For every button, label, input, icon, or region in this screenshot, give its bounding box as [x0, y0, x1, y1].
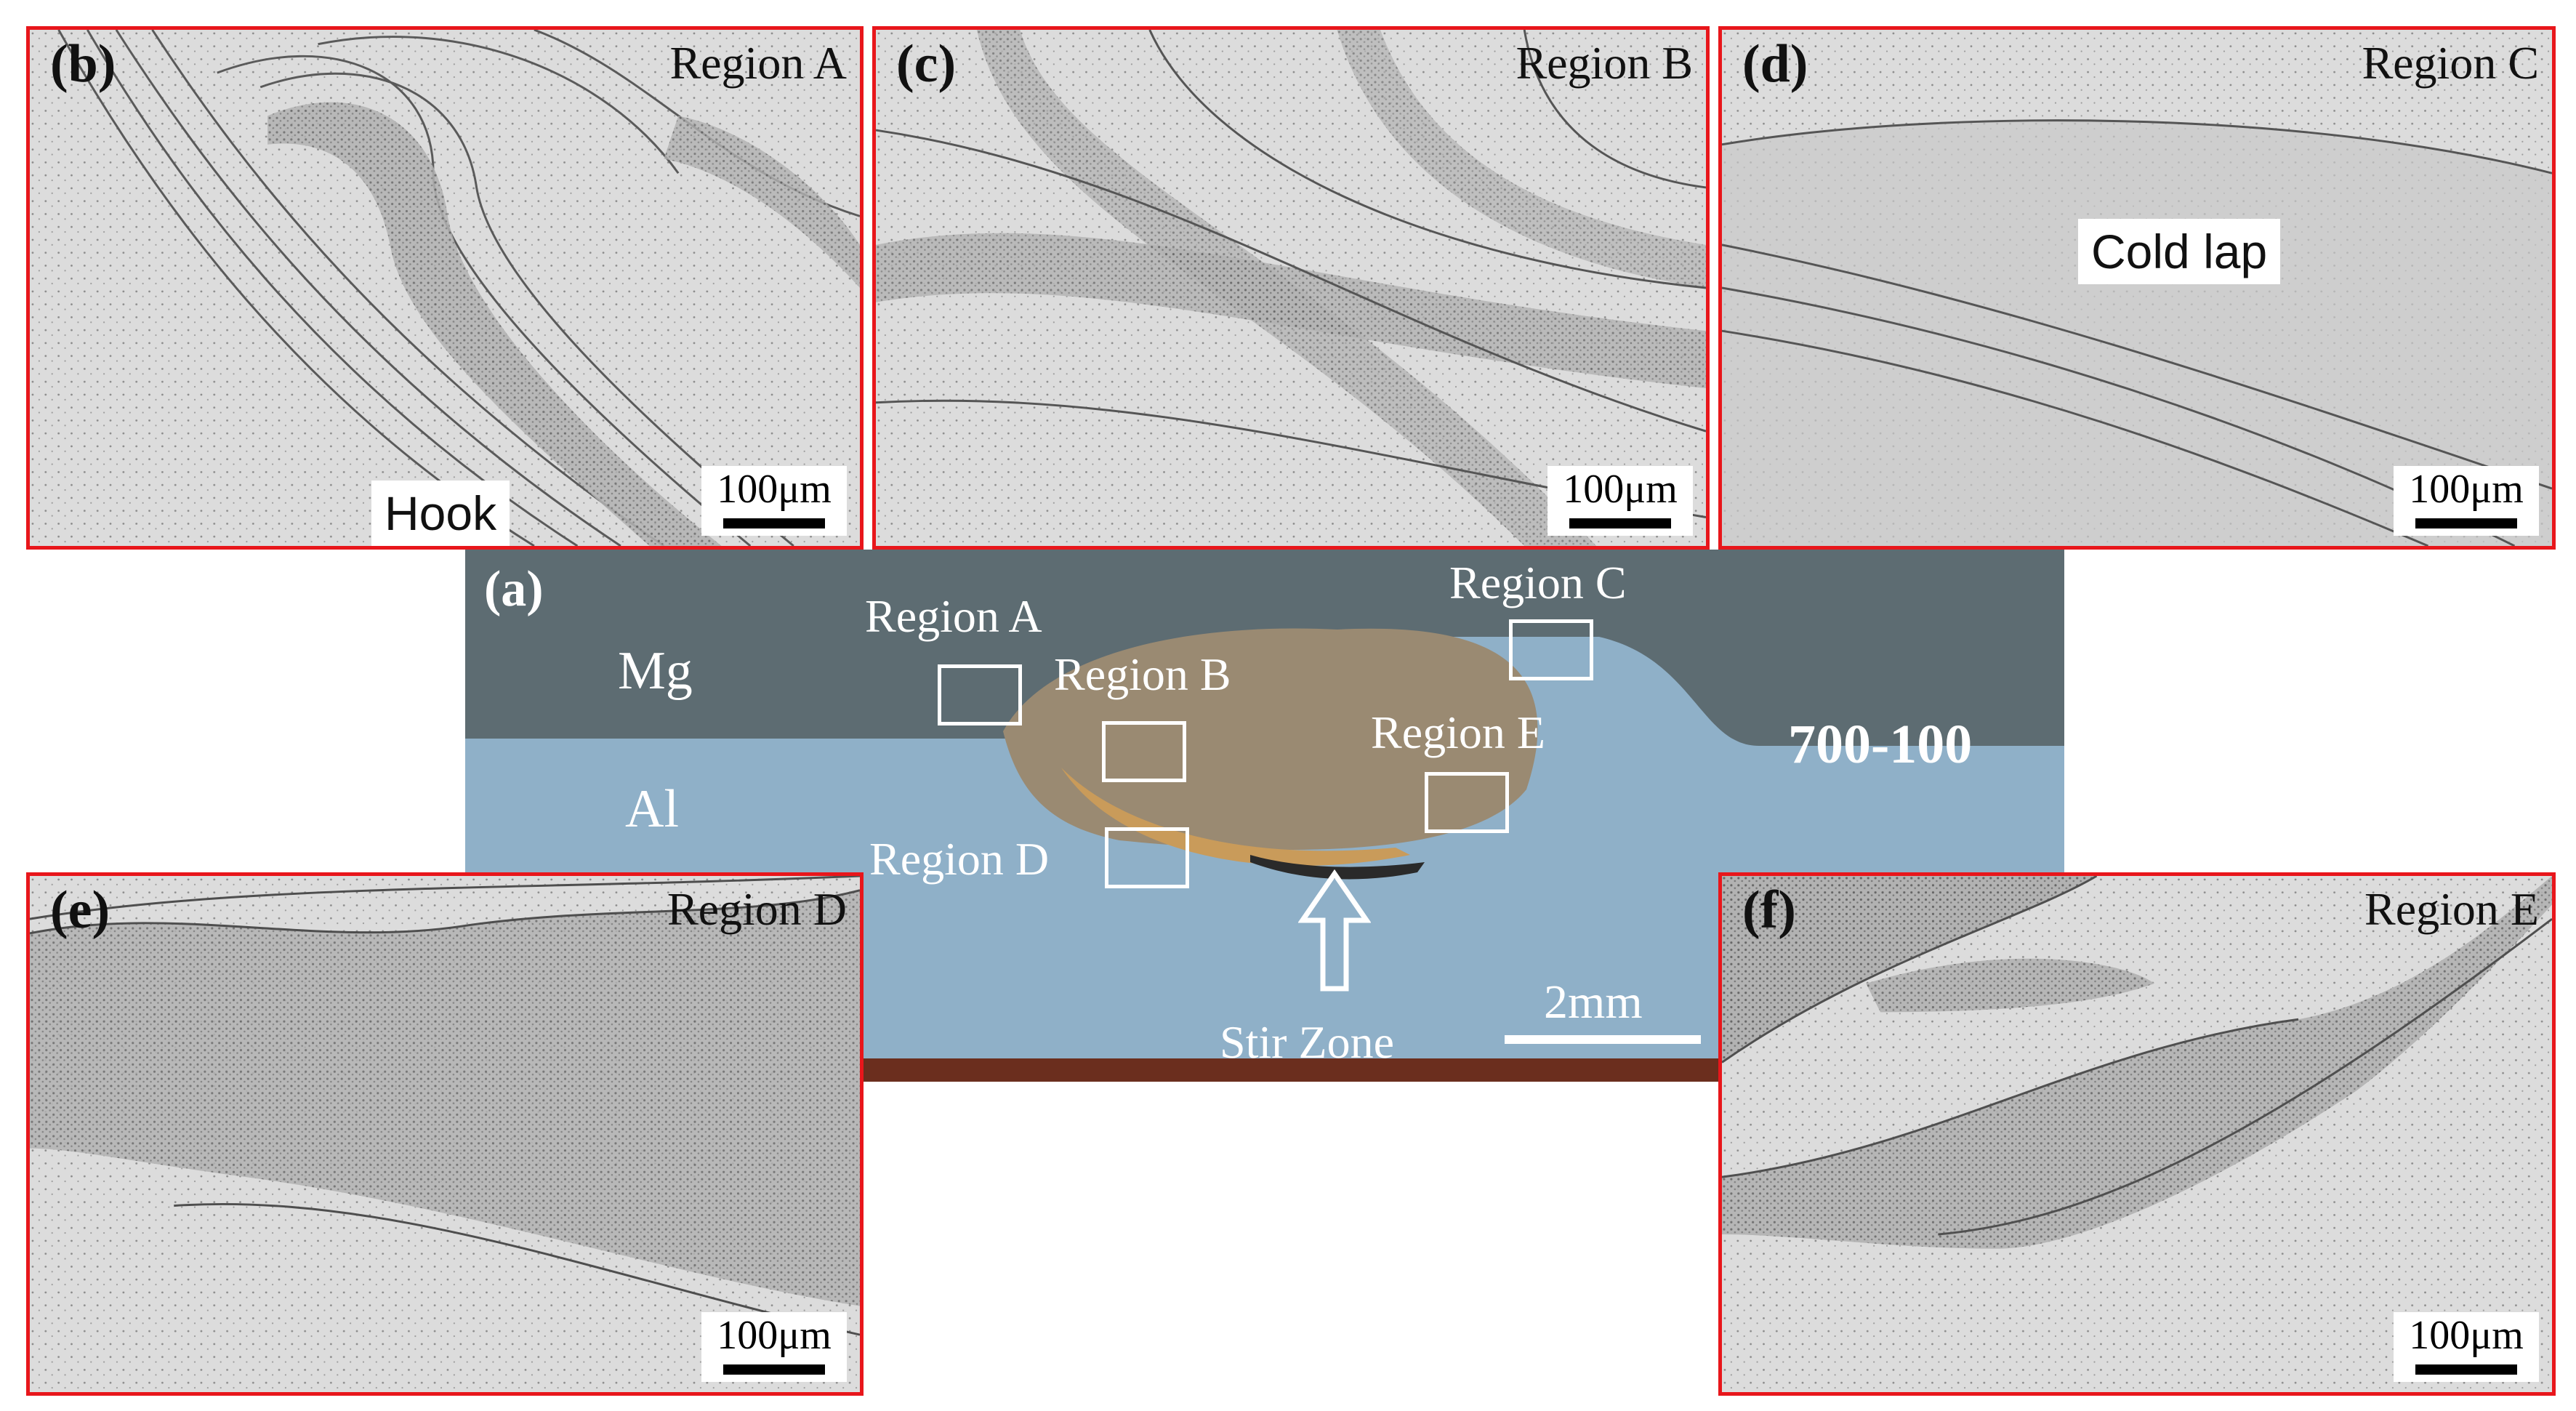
- region-d-box: [1105, 827, 1189, 888]
- region-e-label: Region E: [1371, 707, 1545, 758]
- region-d-label: Region D: [869, 833, 1050, 885]
- micrograph-texture-d: [1722, 30, 2552, 546]
- micrograph-panel-d: (d) Region C Cold lap 100μm: [1718, 26, 2556, 550]
- region-b-label: Region B: [1054, 648, 1231, 700]
- macro-scale-label: 2mm: [1544, 976, 1643, 1029]
- region-label-d: Region C: [2362, 37, 2539, 89]
- panel-label-f: (f): [1742, 880, 1796, 940]
- scale-bar-line: [1569, 518, 1671, 528]
- region-e-box: [1425, 772, 1509, 833]
- scale-bar-line: [2415, 1364, 2517, 1375]
- region-label-f: Region E: [2364, 883, 2539, 935]
- scale-bar-label: 100μm: [1563, 467, 1678, 512]
- scale-bar-line: [723, 1364, 825, 1375]
- micrograph-texture-e: [30, 876, 860, 1392]
- micrograph-texture-f: [1722, 876, 2552, 1392]
- micrograph-panel-b: (b) Region A Hook 100μm: [26, 26, 864, 550]
- micrograph-panel-f: (f) Region E 100μm: [1718, 872, 2556, 1396]
- region-label-c: Region B: [1516, 37, 1693, 89]
- layer-label-mg: Mg: [618, 641, 693, 701]
- scale-bar-b: 100μm: [701, 466, 847, 536]
- micrograph-texture-c: [876, 30, 1706, 546]
- scale-bar-label: 100μm: [2409, 1313, 2524, 1358]
- layer-label-al: Al: [625, 779, 679, 839]
- panel-label-b: (b): [50, 34, 116, 94]
- region-c-label: Region C: [1449, 557, 1627, 608]
- stir-zone-label: Stir Zone: [1220, 1016, 1394, 1068]
- region-label-b: Region A: [669, 37, 847, 89]
- panel-label-d: (d): [1742, 34, 1808, 94]
- scale-bar-line: [723, 518, 825, 528]
- micrograph-panel-c: (c) Region B 100μm: [872, 26, 1710, 550]
- micrograph-panel-e: (e) Region D 100μm: [26, 872, 864, 1396]
- region-c-box: [1509, 619, 1593, 680]
- scale-bar-f: 100μm: [2394, 1312, 2539, 1382]
- scale-bar-label: 100μm: [2409, 467, 2524, 512]
- panel-label-c: (c): [896, 34, 957, 94]
- cold-lap-tag: Cold lap: [2078, 219, 2281, 284]
- scale-bar-line: [2415, 518, 2517, 528]
- macro-panel-label: (a): [484, 561, 544, 617]
- region-a-label: Region A: [865, 590, 1042, 642]
- scale-bar-label: 100μm: [717, 1313, 832, 1358]
- scale-bar-label: 100μm: [717, 467, 832, 512]
- region-b-box: [1102, 721, 1186, 782]
- hook-tag: Hook: [371, 481, 510, 546]
- scale-bar-d: 100μm: [2394, 466, 2539, 536]
- panel-label-e: (e): [50, 880, 110, 940]
- region-a-box: [938, 664, 1022, 725]
- stir-zone-arrow-icon: [1298, 869, 1371, 992]
- scale-bar-c: 100μm: [1547, 466, 1693, 536]
- region-label-e: Region D: [667, 883, 847, 935]
- micrograph-texture-b: [30, 30, 860, 546]
- sample-id-label: 700-100: [1788, 714, 1973, 775]
- scale-bar-e: 100μm: [701, 1312, 847, 1382]
- macro-scale-line: [1505, 1035, 1701, 1044]
